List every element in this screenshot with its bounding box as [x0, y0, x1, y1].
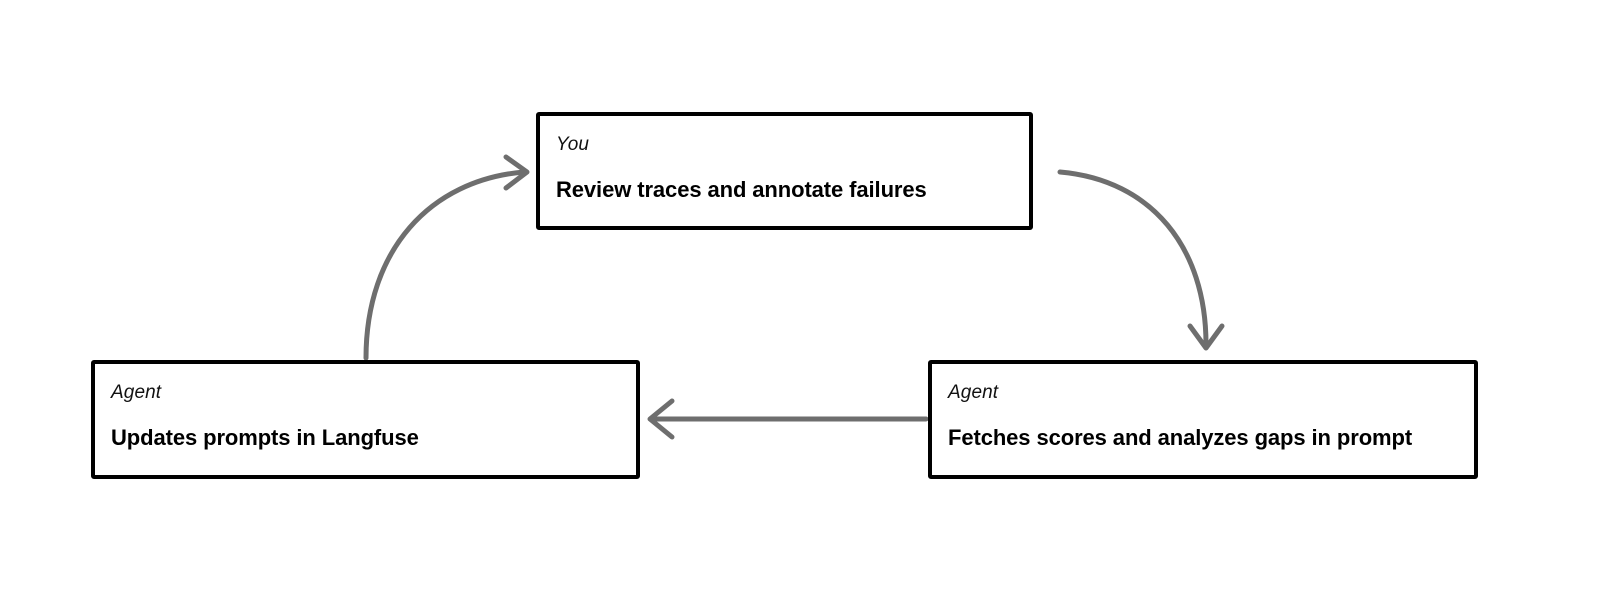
node-fetches-scores-title: Fetches scores and analyzes gaps in prom…	[948, 425, 1413, 450]
node-updates-prompts-title: Updates prompts in Langfuse	[111, 425, 419, 450]
node-you-role: You	[556, 134, 590, 155]
node-you-title: Review traces and annotate failures	[556, 177, 927, 202]
arrowhead-left-icon	[647, 398, 675, 440]
arrowhead-right-icon	[503, 154, 530, 191]
connector-fetch-to-update	[647, 398, 929, 440]
node-updates-prompts[interactable]: Agent Updates prompts in Langfuse	[91, 360, 640, 479]
connector-update-to-you	[363, 154, 530, 361]
connector-you-to-fetch-path	[1057, 169, 1209, 347]
connector-you-to-fetch	[1057, 169, 1225, 351]
node-fetches-scores-role: Agent	[948, 382, 999, 403]
node-fetches-scores[interactable]: Agent Fetches scores and analyzes gaps i…	[928, 360, 1478, 479]
node-updates-prompts-role: Agent	[111, 382, 162, 403]
arrowhead-down-icon	[1187, 323, 1225, 351]
connector-update-to-you-path	[363, 169, 527, 361]
node-you[interactable]: You Review traces and annotate failures	[536, 112, 1033, 230]
